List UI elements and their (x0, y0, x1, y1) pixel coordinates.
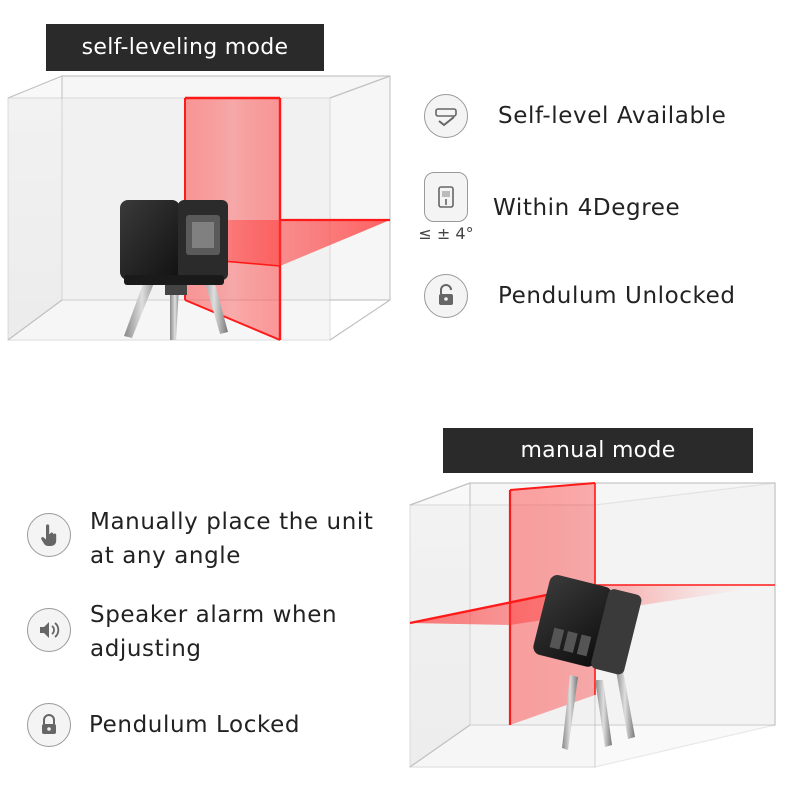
self-level-icon (424, 94, 468, 138)
feature-manual-placement: Manually place the unit at any angle (27, 505, 374, 573)
feature-label: Within 4Degree (493, 194, 681, 221)
unlocked-padlock-icon (424, 274, 468, 318)
feature-speaker-alarm: Speaker alarm when adjusting (27, 598, 337, 666)
hand-pointer-icon (27, 513, 71, 557)
feature-text-line: adjusting (90, 636, 202, 662)
tilt-angle-label: ≤ ± 4° (418, 224, 474, 243)
manual-mode-banner: manual mode (443, 428, 753, 473)
manual-mode-scene (409, 482, 776, 768)
self-leveling-scene (7, 75, 391, 341)
feature-label: Pendulum Unlocked (498, 283, 736, 309)
feature-text: Speaker alarm when adjusting (90, 598, 337, 666)
feature-text: Manually place the unit at any angle (90, 505, 374, 573)
feature-self-level: Self-level Available (424, 94, 726, 138)
locked-padlock-icon (27, 703, 71, 747)
feature-pendulum-locked: Pendulum Locked (27, 703, 300, 747)
feature-within-4-degree: ≤ ± 4° Within 4Degree (418, 172, 681, 243)
feature-label: Self-level Available (498, 103, 727, 129)
feature-text-line: Speaker alarm when (90, 602, 338, 628)
self-leveling-mode-banner: self-leveling mode (46, 24, 324, 71)
feature-text-line: Manually place the unit (90, 509, 374, 535)
feature-pendulum-unlocked: Pendulum Unlocked (424, 274, 736, 318)
tilt-angle-indicator: ≤ ± 4° (411, 172, 481, 243)
feature-text-line: at any angle (90, 543, 242, 569)
feature-label: Pendulum Locked (89, 712, 301, 738)
speaker-icon (27, 608, 71, 652)
tilt-angle-icon (424, 172, 468, 222)
